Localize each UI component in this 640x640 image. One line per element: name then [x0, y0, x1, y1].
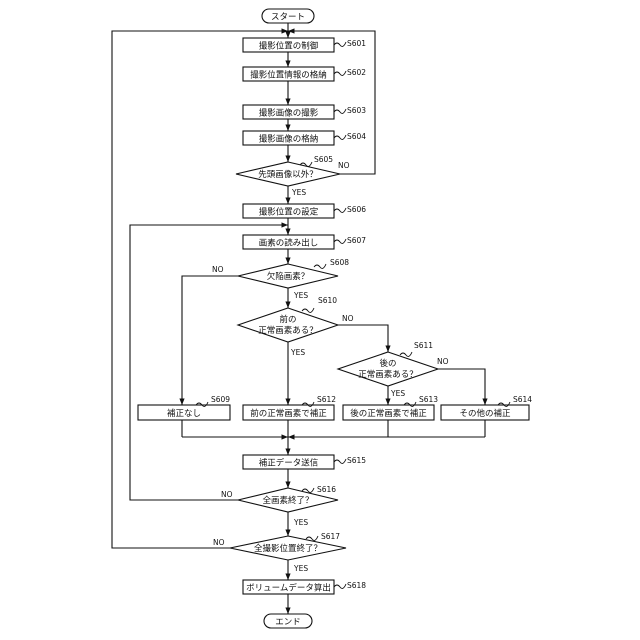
process-s604-label: 撮影画像の格納 — [259, 134, 319, 145]
s605-no-label: NO — [338, 161, 350, 170]
step-s616-label: S616 — [317, 485, 336, 494]
step-s615-label: S615 — [347, 456, 366, 465]
edge-s608-s609 — [182, 276, 238, 405]
s611-no-label: NO — [437, 357, 449, 366]
end-label: エンド — [275, 618, 301, 628]
process-s612-label: 前の正常画素で補正 — [250, 408, 327, 419]
step-s613-label: S613 — [419, 395, 438, 404]
step-s602-leader — [334, 71, 346, 75]
process-s609: 補正なし — [138, 405, 230, 420]
decision-s605-label: 先頭画像以外？ — [258, 169, 318, 180]
step-s617-label: S617 — [321, 532, 340, 541]
process-s601: 撮影位置の制御 — [243, 38, 334, 52]
process-s602: 撮影位置情報の格納 — [243, 67, 334, 81]
step-s610-leader — [302, 308, 314, 312]
end-terminal: エンド — [264, 614, 312, 628]
process-s618-label: ボリュームデータ算出 — [246, 583, 331, 594]
s610-no-label: NO — [342, 314, 354, 323]
process-s607: 画素の読み出し — [243, 235, 334, 249]
step-s601-label: S601 — [347, 39, 366, 48]
s611-yes-label: YES — [390, 389, 405, 398]
decision-s610-label-2: 正常画素ある？ — [258, 325, 318, 336]
step-s603-label: S603 — [347, 106, 366, 115]
process-s601-label: 撮影位置の制御 — [259, 41, 319, 52]
s616-no-label: NO — [221, 490, 233, 499]
process-s614: その他の補正 — [441, 405, 529, 420]
step-s611-leader — [400, 352, 412, 356]
s608-yes-label: YES — [293, 291, 308, 300]
step-s606-label: S606 — [347, 205, 366, 214]
step-s608-leader — [314, 264, 326, 268]
step-s607-leader — [334, 239, 346, 243]
process-s613-label: 後の正常画素で補正 — [350, 408, 427, 419]
step-s606-leader — [334, 208, 346, 212]
decision-s605: 先頭画像以外？ — [236, 162, 340, 186]
s605-yes-label: YES — [291, 188, 306, 197]
step-s607-label: S607 — [347, 236, 366, 245]
step-s611-label: S611 — [414, 341, 433, 350]
decision-s617-label: 全撮影位置終了？ — [254, 543, 322, 554]
step-s618-label: S618 — [347, 581, 366, 590]
process-s606: 撮影位置の設定 — [243, 204, 334, 218]
step-s614-label: S614 — [513, 395, 532, 404]
s610-yes-label: YES — [290, 348, 305, 357]
step-labels: S601 S602 S603 S604 S605 S606 S607 S608 … — [196, 39, 532, 590]
start-label: スタート — [271, 13, 305, 23]
decision-s610-label-1: 前の — [279, 314, 296, 325]
process-s607-label: 画素の読み出し — [259, 238, 319, 249]
process-s613: 後の正常画素で補正 — [343, 405, 434, 420]
step-s605-label: S605 — [314, 155, 333, 164]
process-s602-label: 撮影位置情報の格納 — [250, 70, 327, 81]
s617-no-label: NO — [213, 538, 225, 547]
s608-no-label: NO — [212, 265, 224, 274]
decision-s608: 欠陥画素？ — [238, 264, 338, 288]
step-s612-label: S612 — [317, 395, 336, 404]
process-s615: 補正データ送信 — [243, 455, 334, 469]
process-s604: 撮影画像の格納 — [243, 131, 334, 145]
process-s603-label: 撮影画像の撮影 — [259, 108, 319, 119]
process-s612: 前の正常画素で補正 — [243, 405, 334, 420]
start-terminal: スタート — [262, 9, 314, 23]
step-s609-label: S609 — [211, 395, 230, 404]
step-s603-leader — [334, 109, 346, 113]
process-s615-label: 補正データ送信 — [259, 458, 319, 469]
step-s602-label: S602 — [347, 68, 366, 77]
step-s604-leader — [334, 135, 346, 139]
step-s604-label: S604 — [347, 132, 366, 141]
process-s603: 撮影画像の撮影 — [243, 105, 334, 119]
decision-s611-label-2: 正常画素ある？ — [358, 369, 418, 380]
process-s618: ボリュームデータ算出 — [243, 580, 334, 594]
process-s609-label: 補正なし — [167, 408, 201, 419]
step-s610-label: S610 — [318, 296, 337, 305]
edge-s611-s614 — [438, 369, 485, 405]
step-s618-leader — [334, 584, 346, 588]
decision-s616-label: 全画素終了？ — [262, 495, 313, 506]
decision-s608-label: 欠陥画素？ — [267, 271, 310, 282]
s617-yes-label: YES — [293, 564, 308, 573]
decision-s610: 前の 正常画素ある？ — [238, 308, 338, 342]
decision-s611: 後の 正常画素ある？ — [338, 352, 438, 386]
step-s601-leader — [334, 42, 346, 46]
process-s606-label: 撮影位置の設定 — [259, 207, 319, 218]
edge-s610-s611 — [338, 325, 388, 352]
step-s615-leader — [334, 459, 346, 463]
process-s614-label: その他の補正 — [459, 408, 511, 419]
step-s608-label: S608 — [330, 258, 349, 267]
decision-s611-label-1: 後の — [379, 358, 396, 369]
s616-yes-label: YES — [293, 518, 308, 527]
